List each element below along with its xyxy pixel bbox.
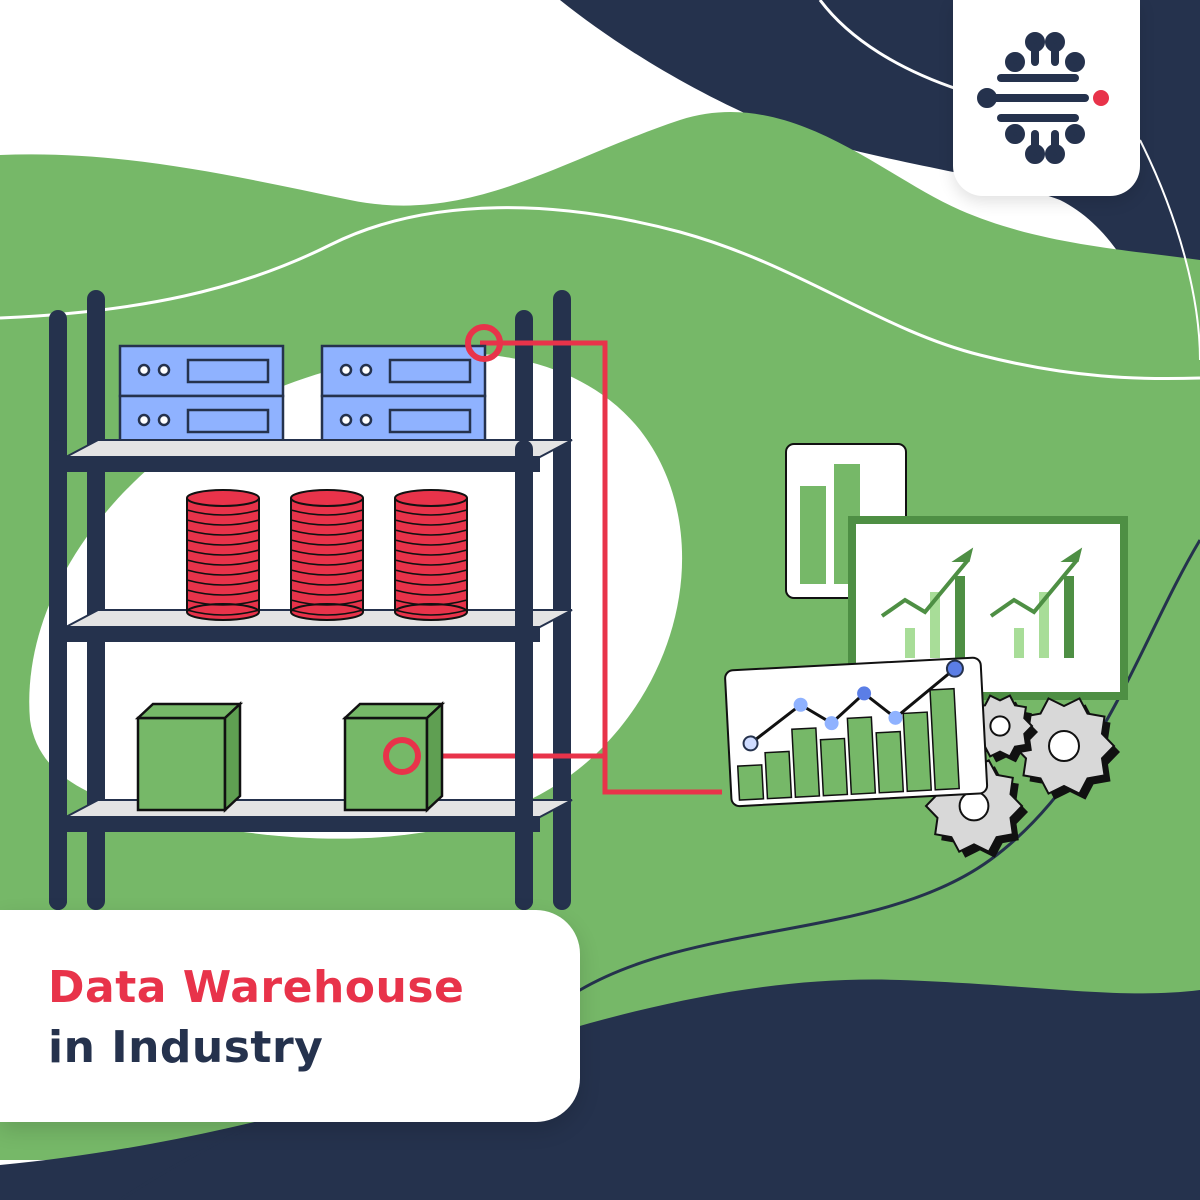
title-line-2: in Industry — [48, 1022, 324, 1073]
white-top-curve — [818, 0, 961, 92]
logo-red-dot-icon — [1093, 90, 1109, 106]
connector-line — [480, 340, 722, 795]
title-card: Data Warehouse in Industry — [0, 910, 580, 1122]
connector-ring-icon — [465, 324, 503, 362]
gear-icon — [1012, 697, 1120, 800]
box-icon — [134, 701, 244, 813]
shelf-boards — [63, 439, 573, 832]
connector-ring-icon — [383, 737, 421, 775]
navy-bottom-blob — [0, 979, 1200, 1200]
server-icon — [118, 344, 285, 448]
database-icon — [186, 489, 260, 621]
logo-network-icon — [977, 32, 1109, 164]
database-icon — [290, 489, 364, 621]
server-icon — [320, 344, 487, 448]
logo-card — [953, 0, 1140, 196]
white-curve-line — [0, 206, 1200, 381]
title-line-1: Data Warehouse — [48, 962, 465, 1013]
database-icon — [394, 489, 468, 621]
analytics-board-icon — [724, 656, 989, 808]
navy-right-line — [1139, 139, 1200, 361]
box-icon — [341, 701, 446, 813]
